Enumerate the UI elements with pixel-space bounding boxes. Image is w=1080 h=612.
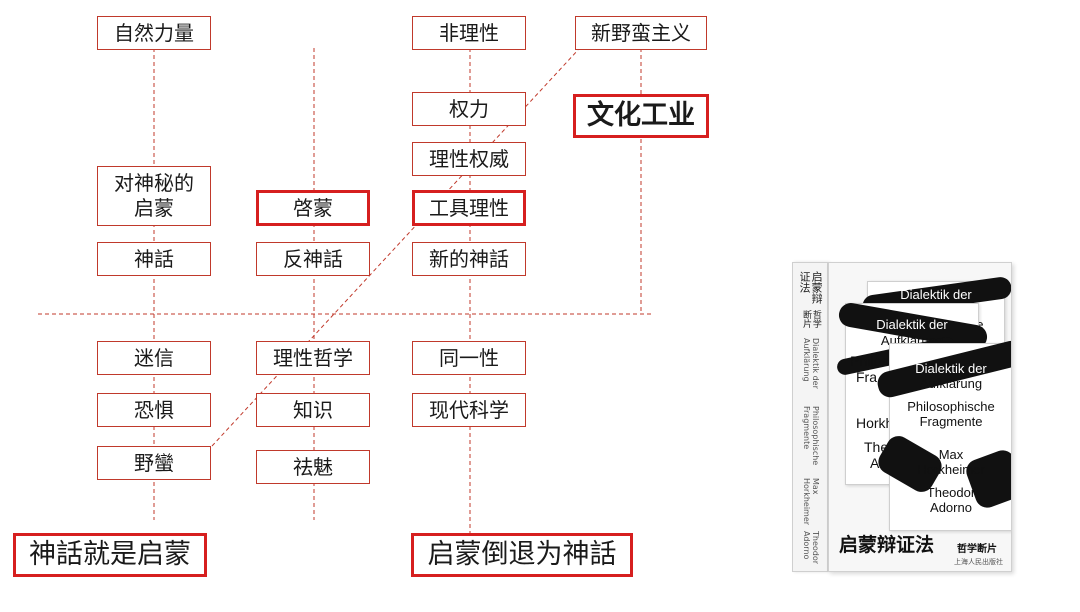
cover-frag-fra: Fra bbox=[856, 369, 877, 385]
cover-publisher: 上海人民出版社 bbox=[954, 558, 1003, 566]
cover-front-line2: Aufklärung bbox=[919, 376, 983, 391]
node-xinyemanzhuyi: 新野蛮主义 bbox=[575, 16, 707, 50]
node-qimengdaotuiweishenhua: 启蒙倒退为神話 bbox=[411, 533, 633, 577]
spine-subtitle: 哲学断片 bbox=[801, 309, 821, 328]
node-xindeshenhua: 新的神話 bbox=[412, 242, 526, 276]
sheet-front: Dialektik der Aufklärung Philosophische … bbox=[874, 338, 1011, 531]
node-fanshenhua: 反神話 bbox=[256, 242, 370, 276]
node-yeman: 野蠻 bbox=[97, 446, 211, 480]
node-lixingquanwei: 理性权威 bbox=[412, 142, 526, 176]
cover-front-line6: Horkheimer bbox=[917, 462, 985, 477]
cover-subtitle: 哲学断片 bbox=[957, 544, 997, 555]
spine-de-title: Dialektik der Aufklärung bbox=[802, 338, 820, 390]
book-front: Dialektik der sche Dialektik der Aufklär… bbox=[828, 262, 1012, 572]
cover-front-line1: Dialektik der bbox=[915, 361, 987, 376]
cover-mid-line1: Dialektik der bbox=[876, 317, 948, 332]
cover-title: 启蒙辩证法 bbox=[839, 534, 935, 556]
node-kongju: 恐惧 bbox=[97, 393, 211, 427]
node-quanli: 权力 bbox=[412, 92, 526, 126]
spine-author: Max Horkheimer bbox=[802, 477, 820, 525]
cover-frag-a: A bbox=[870, 455, 880, 471]
node-zhishi: 知识 bbox=[256, 393, 370, 427]
cover-frag-philos: Philos bbox=[850, 353, 889, 369]
spine-author2: Theodor Adorno bbox=[802, 530, 820, 564]
node-lixingzhexue: 理性哲学 bbox=[256, 341, 370, 375]
cover-front-line7: Theodor bbox=[926, 485, 976, 500]
node-duishenmide: 对神秘的 启蒙 bbox=[97, 166, 211, 226]
book-cover-image: 启蒙辩证法 哲学断片 Dialektik der Aufklärung Phil… bbox=[792, 262, 1012, 572]
cover-front-line3: Philosophische bbox=[907, 399, 995, 414]
book-spine: 启蒙辩证法 哲学断片 Dialektik der Aufklärung Phil… bbox=[792, 262, 828, 572]
cover-front-line5: Max bbox=[938, 447, 964, 462]
node-feilixing: 非理性 bbox=[412, 16, 526, 50]
node-mixin: 迷信 bbox=[97, 341, 211, 375]
node-wenhuagongye: 文化工业 bbox=[573, 94, 709, 138]
node-xiandaikexue: 现代科学 bbox=[412, 393, 526, 427]
cover-front-line8: Adorno bbox=[930, 500, 972, 515]
node-qumei: 祛魅 bbox=[256, 450, 370, 484]
node-ziranliliang: 自然力量 bbox=[97, 16, 211, 50]
node-qimeng: 啓蒙 bbox=[256, 190, 370, 226]
node-shenhuajiushiqimeng: 神話就是启蒙 bbox=[13, 533, 207, 577]
cover-frag-horkh: Horkh bbox=[856, 415, 894, 431]
cover-back-line1: Dialektik der bbox=[900, 287, 972, 302]
node-shenhua: 神話 bbox=[97, 242, 211, 276]
node-tongyixing: 同一性 bbox=[412, 341, 526, 375]
spine-de-sub: Philosophische Fragmente bbox=[802, 405, 820, 465]
node-gongjulixing: 工具理性 bbox=[412, 190, 526, 226]
spine-title: 启蒙辩证法 bbox=[798, 271, 824, 304]
cover-front-line4: Fragmente bbox=[919, 414, 983, 429]
